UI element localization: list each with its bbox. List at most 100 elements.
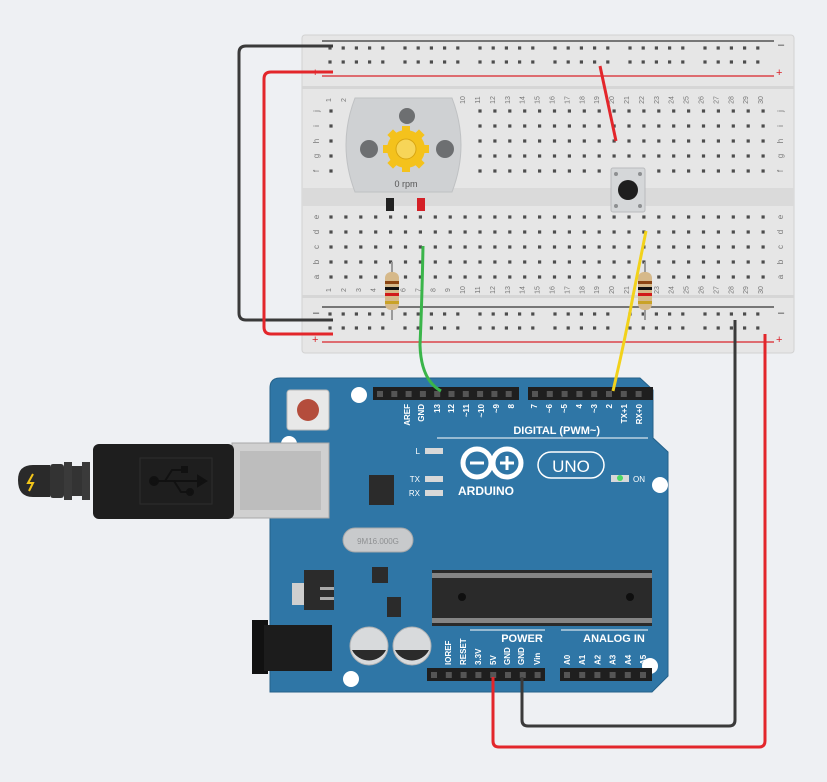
terminal-hole[interactable] (478, 260, 482, 264)
header-pin[interactable] (448, 391, 455, 397)
rail-hole[interactable] (518, 326, 522, 330)
terminal-hole[interactable] (582, 245, 586, 249)
terminal-hole[interactable] (403, 215, 408, 219)
terminal-hole[interactable] (538, 230, 542, 234)
rail-hole[interactable] (628, 46, 632, 50)
terminal-hole[interactable] (538, 215, 542, 219)
rail-hole[interactable] (368, 46, 372, 50)
terminal-hole[interactable] (701, 275, 706, 279)
rail-hole[interactable] (606, 326, 610, 330)
terminal-hole[interactable] (523, 230, 527, 234)
rail-hole[interactable] (504, 60, 508, 64)
rail-hole[interactable] (668, 326, 672, 330)
terminal-hole[interactable] (418, 245, 422, 249)
terminal-hole[interactable] (523, 154, 527, 158)
rail-hole[interactable] (341, 312, 345, 316)
terminal-hole[interactable] (538, 124, 542, 128)
header-pin[interactable] (391, 391, 398, 397)
rail-hole[interactable] (729, 60, 733, 64)
terminal-hole[interactable] (731, 154, 735, 158)
terminal-hole[interactable] (359, 245, 363, 249)
terminal-hole[interactable] (448, 260, 452, 264)
terminal-hole[interactable] (359, 275, 363, 279)
terminal-hole[interactable] (523, 260, 527, 264)
terminal-hole[interactable] (597, 275, 601, 279)
terminal-hole[interactable] (493, 169, 497, 173)
rail-hole[interactable] (641, 312, 645, 316)
terminal-hole[interactable] (612, 154, 616, 158)
rail-hole[interactable] (354, 46, 358, 50)
rail-hole[interactable] (593, 46, 597, 50)
terminal-hole[interactable] (746, 275, 750, 279)
rail-hole[interactable] (518, 46, 522, 50)
terminal-hole[interactable] (374, 275, 378, 279)
rail-hole[interactable] (553, 312, 557, 316)
terminal-hole[interactable] (344, 245, 348, 249)
terminal-hole[interactable] (657, 230, 661, 234)
wire-green-pin13[interactable] (418, 245, 442, 393)
header-pin[interactable] (490, 672, 497, 678)
rail-hole[interactable] (716, 312, 720, 316)
terminal-hole[interactable] (493, 124, 497, 128)
terminal-hole[interactable] (493, 109, 497, 113)
terminal-hole[interactable] (552, 275, 557, 279)
terminal-hole[interactable] (672, 139, 676, 143)
terminal-hole[interactable] (403, 260, 408, 264)
terminal-hole[interactable] (627, 215, 631, 219)
terminal-hole[interactable] (761, 154, 765, 158)
terminal-hole[interactable] (329, 215, 333, 219)
rail-hole[interactable] (566, 46, 570, 50)
header-pin[interactable] (594, 672, 601, 678)
terminal-hole[interactable] (642, 154, 646, 158)
terminal-hole[interactable] (552, 230, 557, 234)
terminal-hole[interactable] (433, 230, 437, 234)
terminal-hole[interactable] (329, 245, 333, 249)
terminal-hole[interactable] (687, 260, 691, 264)
terminal-hole[interactable] (329, 139, 333, 143)
terminal-hole[interactable] (746, 230, 750, 234)
terminal-hole[interactable] (731, 215, 735, 219)
header-pin[interactable] (606, 391, 612, 397)
terminal-hole[interactable] (716, 109, 720, 113)
terminal-hole[interactable] (746, 169, 750, 173)
terminal-hole[interactable] (687, 154, 691, 158)
rail-hole[interactable] (579, 326, 583, 330)
terminal-hole[interactable] (627, 260, 631, 264)
terminal-hole[interactable] (687, 230, 691, 234)
terminal-hole[interactable] (731, 230, 735, 234)
rail-hole[interactable] (416, 312, 420, 316)
terminal-hole[interactable] (552, 260, 557, 264)
rail-hole[interactable] (504, 326, 508, 330)
terminal-hole[interactable] (418, 260, 422, 264)
rail-hole[interactable] (531, 60, 535, 64)
terminal-hole[interactable] (493, 215, 497, 219)
terminal-hole[interactable] (582, 215, 586, 219)
terminal-hole[interactable] (567, 275, 571, 279)
terminal-hole[interactable] (746, 215, 750, 219)
rail-hole[interactable] (579, 60, 583, 64)
terminal-hole[interactable] (552, 154, 557, 158)
rail-hole[interactable] (504, 46, 508, 50)
rail-hole[interactable] (593, 312, 597, 316)
terminal-hole[interactable] (567, 245, 571, 249)
terminal-hole[interactable] (716, 215, 720, 219)
rail-hole[interactable] (381, 46, 385, 50)
rail-hole[interactable] (354, 312, 358, 316)
rail-hole[interactable] (531, 312, 535, 316)
rail-hole[interactable] (416, 326, 420, 330)
rail-hole[interactable] (491, 312, 495, 316)
terminal-hole[interactable] (701, 230, 706, 234)
terminal-hole[interactable] (567, 260, 571, 264)
terminal-hole[interactable] (597, 109, 601, 113)
rail-hole[interactable] (518, 312, 522, 316)
terminal-hole[interactable] (463, 260, 467, 264)
rail-hole[interactable] (703, 60, 707, 64)
terminal-hole[interactable] (657, 215, 661, 219)
header-pin[interactable] (635, 391, 642, 397)
terminal-hole[interactable] (403, 245, 408, 249)
terminal-hole[interactable] (731, 260, 735, 264)
rail-hole[interactable] (579, 46, 583, 50)
header-pin[interactable] (434, 391, 441, 397)
terminal-hole[interactable] (657, 124, 661, 128)
terminal-hole[interactable] (433, 275, 437, 279)
